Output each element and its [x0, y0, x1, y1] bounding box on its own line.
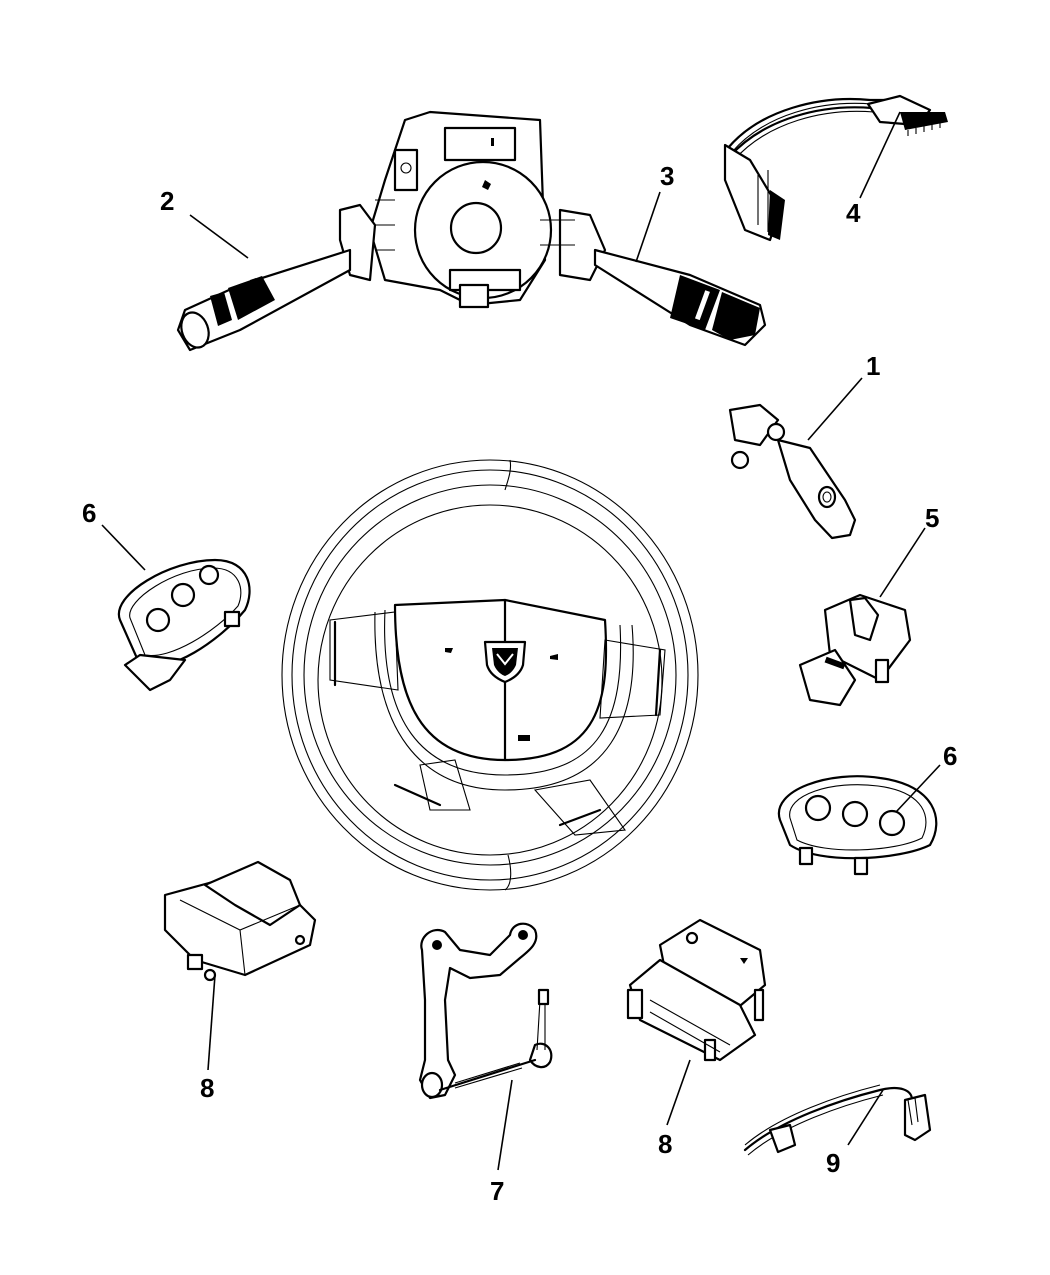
- callout-3: 3: [660, 161, 674, 191]
- steering-wheel: [281, 459, 699, 891]
- callout-2: 2: [160, 186, 174, 216]
- callout-5: 5: [925, 503, 939, 533]
- leader-1: [807, 377, 863, 441]
- leader-3: [635, 191, 661, 263]
- turn-signal-lever: [176, 248, 352, 352]
- callout-4: 4: [846, 198, 861, 228]
- remote-switch-right: [777, 775, 938, 876]
- leader-7: [497, 1079, 513, 1171]
- wiper-lever: [593, 248, 767, 347]
- callout-6-left: 6: [82, 498, 96, 528]
- multifunction-switch-assembly: [338, 110, 607, 309]
- callout-7: 7: [490, 1176, 504, 1206]
- leader-9: [847, 1089, 884, 1146]
- switch-connector: [798, 593, 912, 707]
- switch-module-left: [163, 860, 317, 982]
- wiring-harness: [743, 1084, 932, 1156]
- leader-8b: [666, 1059, 691, 1126]
- leader-6b: [895, 764, 941, 813]
- leader-5: [879, 527, 926, 598]
- remote-switch-left: [117, 558, 251, 692]
- switch-module-right: [626, 918, 767, 1062]
- callout-8-right: 8: [658, 1129, 672, 1159]
- leader-2: [189, 214, 249, 259]
- callout-6-right: 6: [943, 741, 957, 771]
- cruise-control-lever: [728, 403, 857, 540]
- leader-8a: [207, 974, 216, 1071]
- switch-bracket: [418, 922, 553, 1100]
- callout-9: 9: [826, 1148, 840, 1178]
- leader-6a: [101, 524, 146, 571]
- callout-8-left: 8: [200, 1073, 214, 1103]
- clockspring-jumper: [723, 94, 948, 242]
- leader-4: [859, 111, 901, 199]
- callout-1: 1: [866, 351, 880, 381]
